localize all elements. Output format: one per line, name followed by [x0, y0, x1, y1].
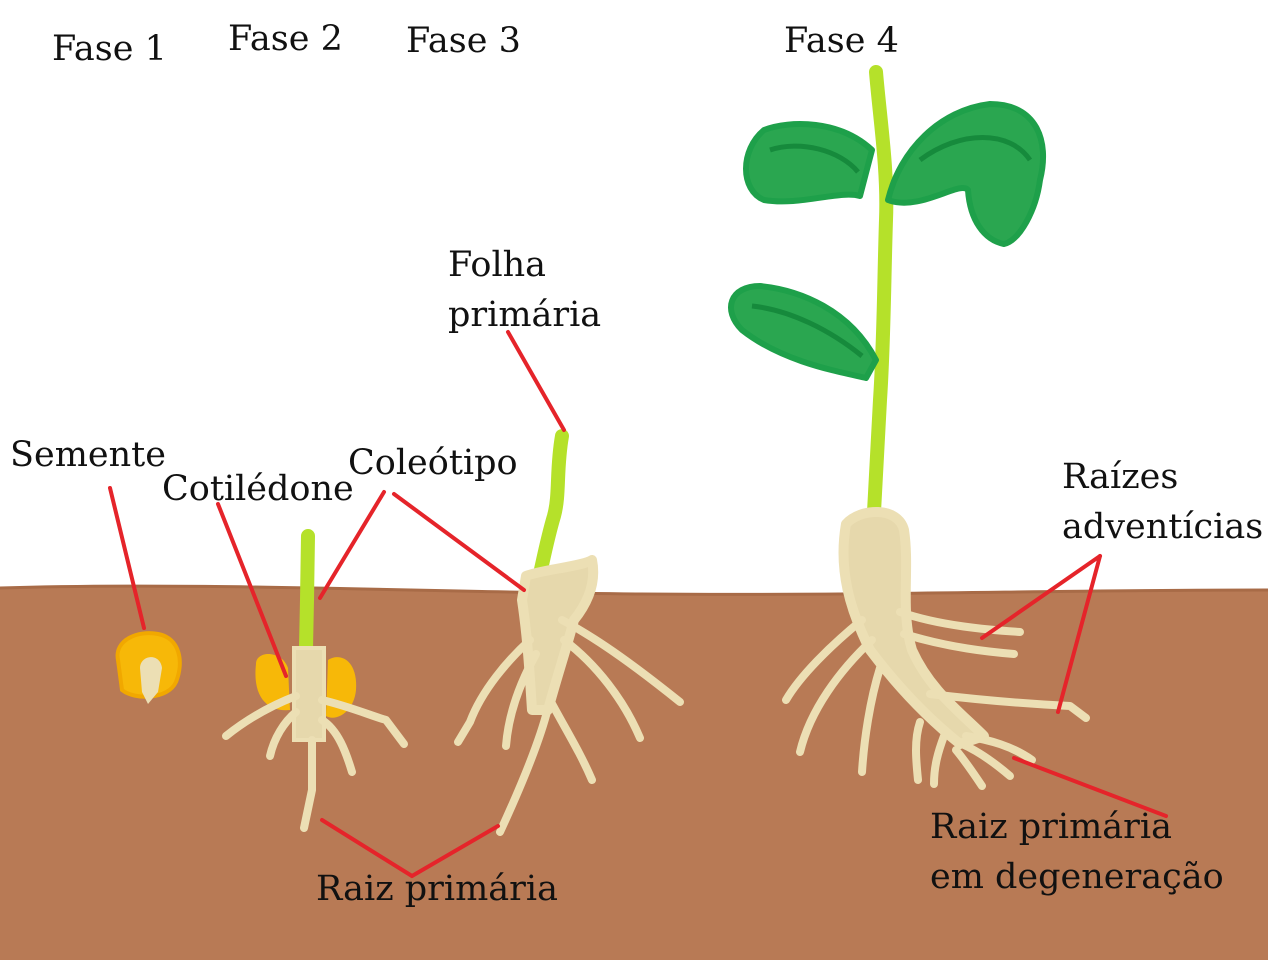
phase2-seedling [222, 529, 408, 832]
cotyledon-label: Cotilédone [162, 469, 354, 509]
phase1-seed [115, 631, 182, 704]
phase4-plant [728, 65, 1090, 790]
phase3-label: Fase 3 [406, 21, 521, 61]
degenerating-pointer [1012, 756, 1168, 818]
coleoptile-pointer-phase2 [318, 490, 386, 600]
pointer-lines [108, 330, 1168, 878]
primary-leaf-label-line1: Folha [448, 245, 546, 285]
coleoptile-label: Coleótipo [348, 443, 518, 483]
degenerating-root-label-line1: Raiz primária [930, 807, 1172, 847]
degenerating-root-label-line2: em degeneração [930, 857, 1224, 897]
primary-leaf-pointer [506, 330, 566, 432]
primary-root-pointer-phase2 [320, 818, 414, 878]
primary-leaf-label-line2: primária [448, 295, 601, 335]
phase3-seedling [454, 429, 684, 836]
primary-root-pointer-phase3 [410, 824, 500, 878]
phase2-label: Fase 2 [228, 19, 343, 59]
seed-label: Semente [10, 435, 166, 475]
phase4-label: Fase 4 [784, 21, 899, 61]
adventitious-label-line1: Raízes [1062, 457, 1178, 497]
cotyledon-pointer [216, 502, 288, 678]
primary-root-label: Raiz primária [316, 869, 558, 909]
adventitious-pointer-1 [980, 554, 1102, 640]
soil-surface-line [0, 584, 1268, 596]
adventitious-label-line2: adventícias [1062, 507, 1263, 547]
coleoptile-pointer-phase3 [392, 492, 526, 592]
adventitious-pointer-2 [1056, 554, 1102, 714]
phase1-label: Fase 1 [52, 29, 167, 69]
seed-pointer [108, 486, 146, 630]
